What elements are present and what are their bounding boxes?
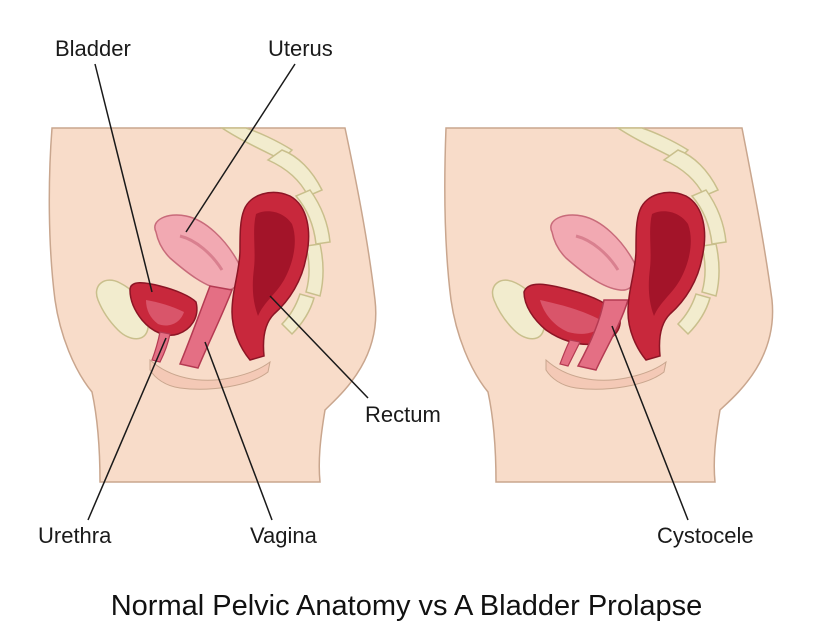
left-bladder-inner xyxy=(146,300,184,326)
rectum-label: Rectum xyxy=(365,402,441,427)
leader-lines xyxy=(87,63,689,521)
right-urethra xyxy=(559,339,581,367)
bladder-label: Bladder xyxy=(55,36,131,61)
left-uterus-cavity xyxy=(179,234,224,271)
right-spine xyxy=(615,127,727,336)
right-vagina xyxy=(576,299,630,371)
bladder-leader-line xyxy=(94,63,153,293)
left-pelvic-floor xyxy=(149,358,271,390)
uterus-label: Uterus xyxy=(268,36,333,61)
right-uterus-cavity xyxy=(575,234,620,271)
right-rectum-inner xyxy=(648,211,691,316)
uterus-leader-line xyxy=(185,63,296,233)
vagina-label: Vagina xyxy=(250,523,317,548)
urethra-leader-line xyxy=(87,337,167,521)
cystocele-label: Cystocele xyxy=(657,523,754,548)
right-pelvic-floor xyxy=(545,358,667,390)
right-bladder-inner xyxy=(540,300,604,334)
cystocele-leader-line xyxy=(611,325,689,521)
rectum-leader-line xyxy=(269,295,369,399)
prolapse-anatomy-panel xyxy=(444,127,774,483)
normal-anatomy-panel xyxy=(48,127,377,483)
left-vagina xyxy=(178,285,234,369)
figure-caption: Normal Pelvic Anatomy vs A Bladder Prola… xyxy=(110,590,703,622)
urethra-label: Urethra xyxy=(38,523,112,548)
left-spine xyxy=(219,127,331,336)
vagina-leader-line xyxy=(204,341,273,521)
left-rectum-inner xyxy=(252,211,295,316)
